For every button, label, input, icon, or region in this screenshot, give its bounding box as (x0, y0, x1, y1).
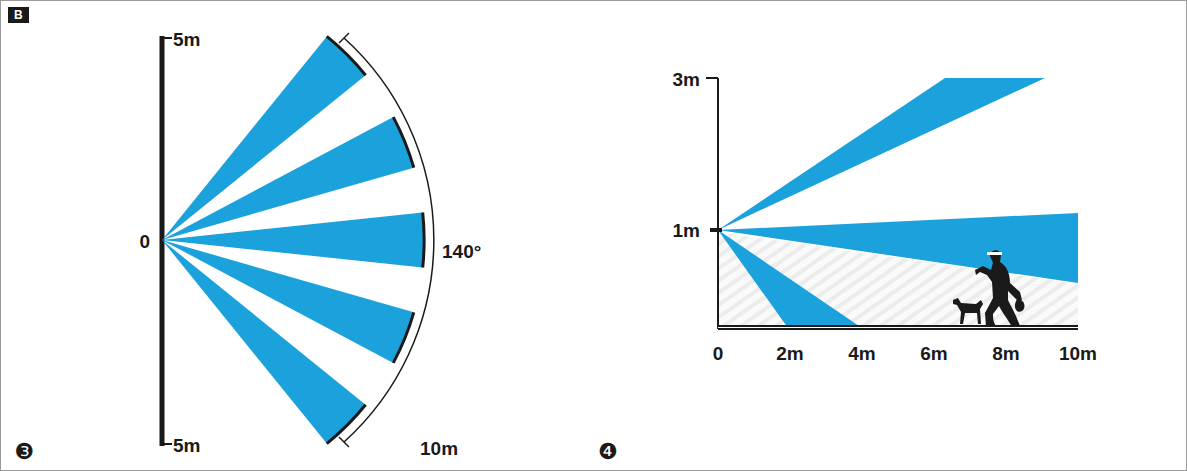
height-label: 3m (673, 70, 700, 91)
axis-label: 6m (920, 344, 947, 365)
side-view (706, 78, 1078, 330)
axis-label: 10m (1059, 344, 1097, 365)
angle-label: 140° (442, 242, 481, 263)
panel-letter: B (14, 8, 23, 22)
callout-number: ❹ (598, 440, 618, 464)
axis-label: 4m (848, 344, 875, 365)
axis-label: 0 (713, 344, 724, 365)
origin-label: 0 (139, 232, 150, 253)
range-label: 10m (420, 439, 458, 460)
dog-silhouette (953, 298, 983, 324)
callout-number: ❸ (14, 440, 34, 464)
thief-silhouette (975, 250, 1022, 327)
dimension-label: 5m (173, 436, 200, 457)
top-view (162, 33, 434, 447)
height-label: 1m (673, 221, 700, 242)
axis-label: 2m (776, 344, 803, 365)
panel-letter-box: B (8, 7, 29, 23)
axis-label: 8m (992, 344, 1019, 365)
dimension-label: 5m (173, 30, 200, 51)
